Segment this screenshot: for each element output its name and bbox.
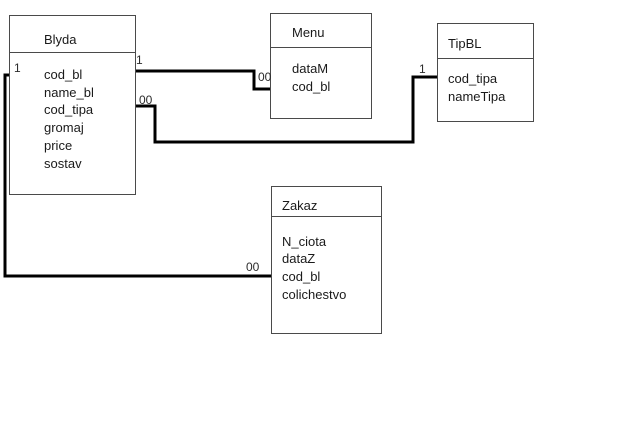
entity-menu-field: dataM [292, 61, 329, 76]
multiplicity-label: 1 [136, 53, 143, 67]
entity-blyda-field: cod_bl [44, 67, 83, 82]
entity-menu-header: Menu [271, 14, 371, 48]
entity-zakaz-field: colichestvo [282, 287, 347, 302]
entity-zakaz-header: Zakaz [272, 187, 381, 217]
multiplicity-label: 1 [14, 61, 21, 75]
entity-zakaz[interactable]: Zakaz N_ciota dataZ cod_bl colichestvo [271, 186, 382, 334]
entity-tipbl[interactable]: TipBL cod_tipa nameTipa [437, 23, 534, 122]
link-blyda-menu [108, 69, 272, 91]
entity-blyda-field: sostav [44, 156, 82, 171]
entity-menu-title: Menu [292, 25, 325, 40]
entity-blyda[interactable]: Blyda cod_bl name_bl cod_tipa gromaj pri… [9, 15, 136, 195]
entity-blyda-field: price [44, 138, 73, 153]
entity-tipbl-title: TipBL [448, 36, 482, 51]
entity-blyda-header: Blyda [10, 16, 135, 53]
entity-tipbl-header: TipBL [438, 24, 533, 59]
multiplicity-label: 00 [258, 70, 272, 84]
entity-menu-field: cod_bl [292, 79, 331, 94]
entity-zakaz-field: dataZ [282, 251, 316, 266]
entity-tipbl-field: cod_tipa [448, 71, 498, 86]
multiplicity-label: 00 [139, 93, 153, 107]
entity-blyda-field: name_bl [44, 85, 94, 100]
entity-zakaz-title: Zakaz [282, 198, 318, 213]
entity-blyda-field: cod_tipa [44, 102, 94, 117]
entity-blyda-title: Blyda [44, 32, 77, 47]
entity-tipbl-field: nameTipa [448, 89, 506, 104]
entity-zakaz-field: N_ciota [282, 234, 327, 249]
entity-blyda-field: gromaj [44, 120, 84, 135]
entity-menu[interactable]: Menu dataM cod_bl [270, 13, 372, 119]
multiplicity-label: 1 [419, 62, 426, 76]
multiplicity-label: 00 [246, 260, 260, 274]
link-blyda-tipbl [118, 75, 438, 144]
entity-zakaz-field: cod_bl [282, 269, 321, 284]
